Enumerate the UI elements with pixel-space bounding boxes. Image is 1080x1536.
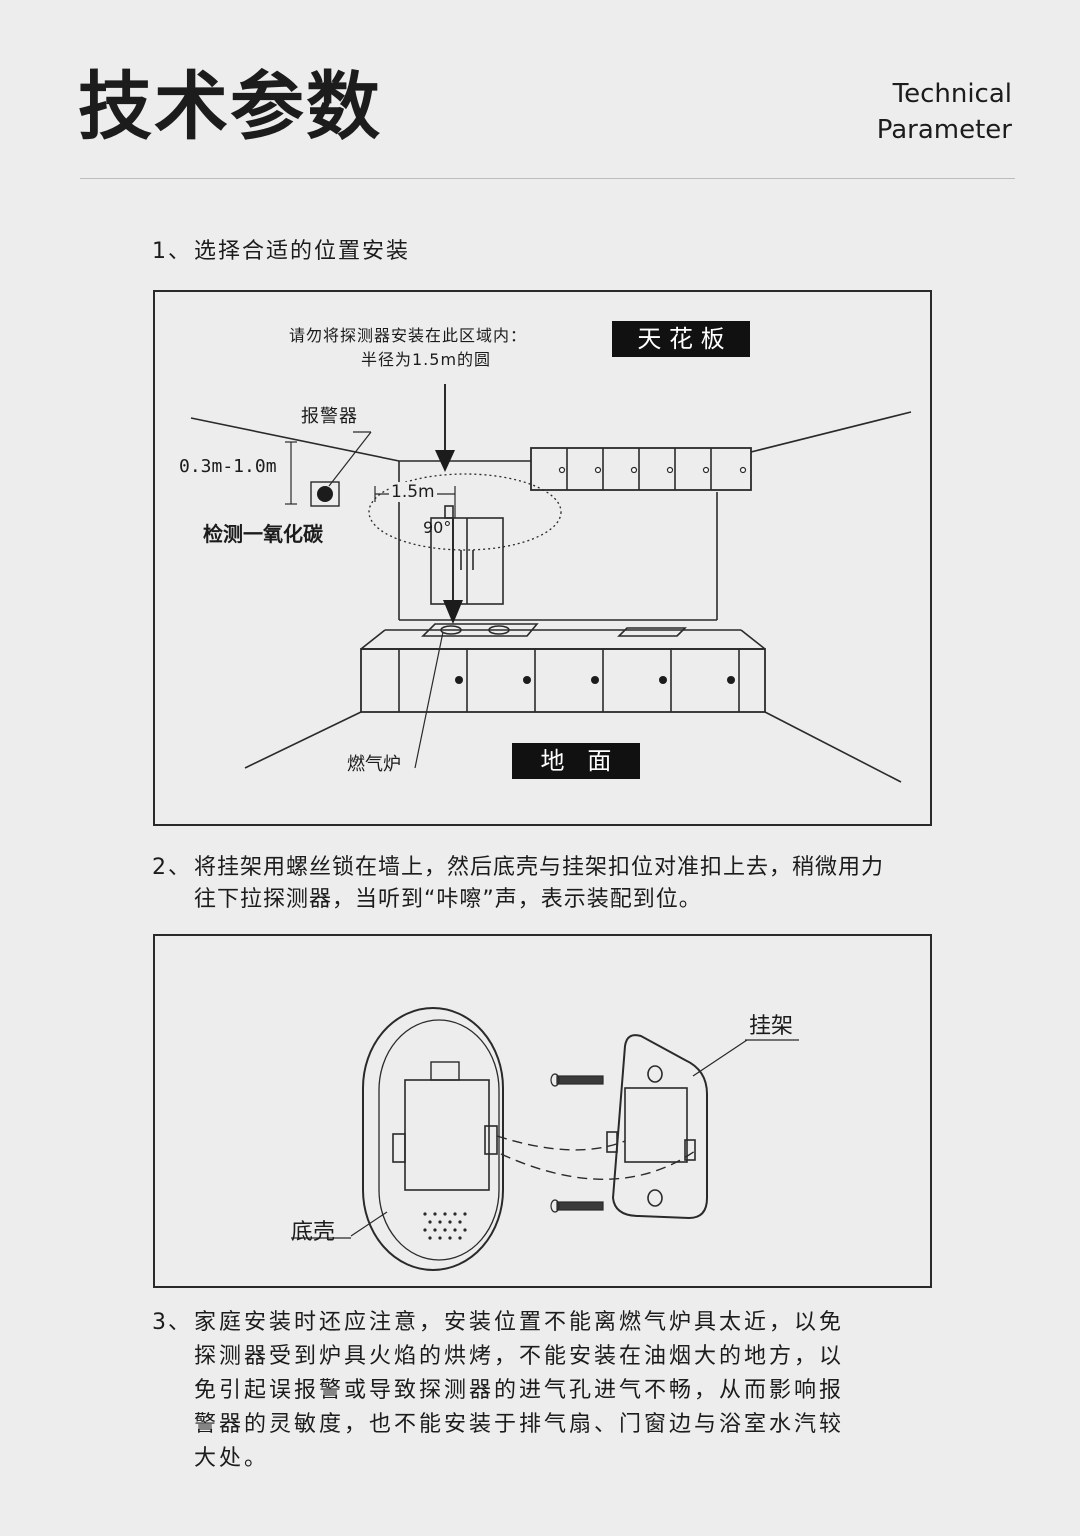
warning-line-1: 请勿将探测器安装在此区域内： — [289, 326, 528, 345]
section-1-number: 1、 — [152, 239, 192, 264]
detect-co-label: 检测一氧化碳 — [203, 522, 323, 546]
distance-label: 0.3m-1.0m — [179, 456, 277, 477]
base-shell-label: 底壳 — [291, 1220, 336, 1245]
section-2-line-1: 将挂架用螺丝锁在墙上，然后底壳与挂架扣位对准扣上去，稍微用力 — [194, 855, 885, 880]
section-1-heading: 1、选择合适的位置安装 — [152, 236, 952, 268]
section-2-number: 2、 — [152, 855, 192, 880]
ceiling-label: 天 花 板 — [612, 321, 750, 357]
section-3-line-3: 免引起误报警或导致探测器的进气孔进气不畅，从而影响报 — [194, 1378, 845, 1403]
section-3-text: 3、 家庭安装时还应注意，安装位置不能离燃气炉具太近，以免 探测器受到炉具火焰的… — [152, 1306, 952, 1476]
mounting-diagram: 挂架 底壳 — [153, 934, 932, 1288]
alarm-label: 报警器 — [301, 406, 358, 427]
radius-label: 1.5m — [389, 482, 437, 502]
bracket-label: 挂架 — [749, 1014, 794, 1039]
header-divider — [80, 178, 1015, 179]
kitchen-diagram: 请勿将探测器安装在此区域内： 半径为1.5m的圆 天 花 板 报警器 0.3m-… — [153, 290, 932, 826]
subtitle-line-1: Technical — [892, 79, 1012, 109]
section-1-title: 选择合适的位置安装 — [194, 239, 411, 264]
section-2-line-2: 往下拉探测器，当听到“咔嚓”声，表示装配到位。 — [194, 887, 702, 912]
section-3-line-1: 家庭安装时还应注意，安装位置不能离燃气炉具太近，以免 — [194, 1310, 845, 1335]
floor-label: 地 面 — [512, 743, 640, 779]
section-3-line-5: 大处。 — [194, 1446, 270, 1471]
warning-line-2: 半径为1.5m的圆 — [361, 350, 492, 369]
section-3-line-2: 探测器受到炉具火焰的烘烤，不能安装在油烟大的地方，以 — [194, 1344, 845, 1369]
section-3-line-4: 警器的灵敏度，也不能安装于排气扇、门窗边与浴室水汽较 — [194, 1412, 845, 1437]
angle-label: 90° — [423, 518, 452, 537]
page-subtitle-en: Technical Parameter — [877, 76, 1012, 148]
page-title: 技术参数 — [78, 64, 382, 150]
stove-label: 燃气炉 — [347, 754, 401, 775]
subtitle-line-2: Parameter — [876, 115, 1012, 145]
section-3-number: 3、 — [152, 1310, 192, 1335]
section-2-text: 2、 将挂架用螺丝锁在墙上，然后底壳与挂架扣位对准扣上去，稍微用力 往下拉探测器… — [152, 852, 952, 916]
